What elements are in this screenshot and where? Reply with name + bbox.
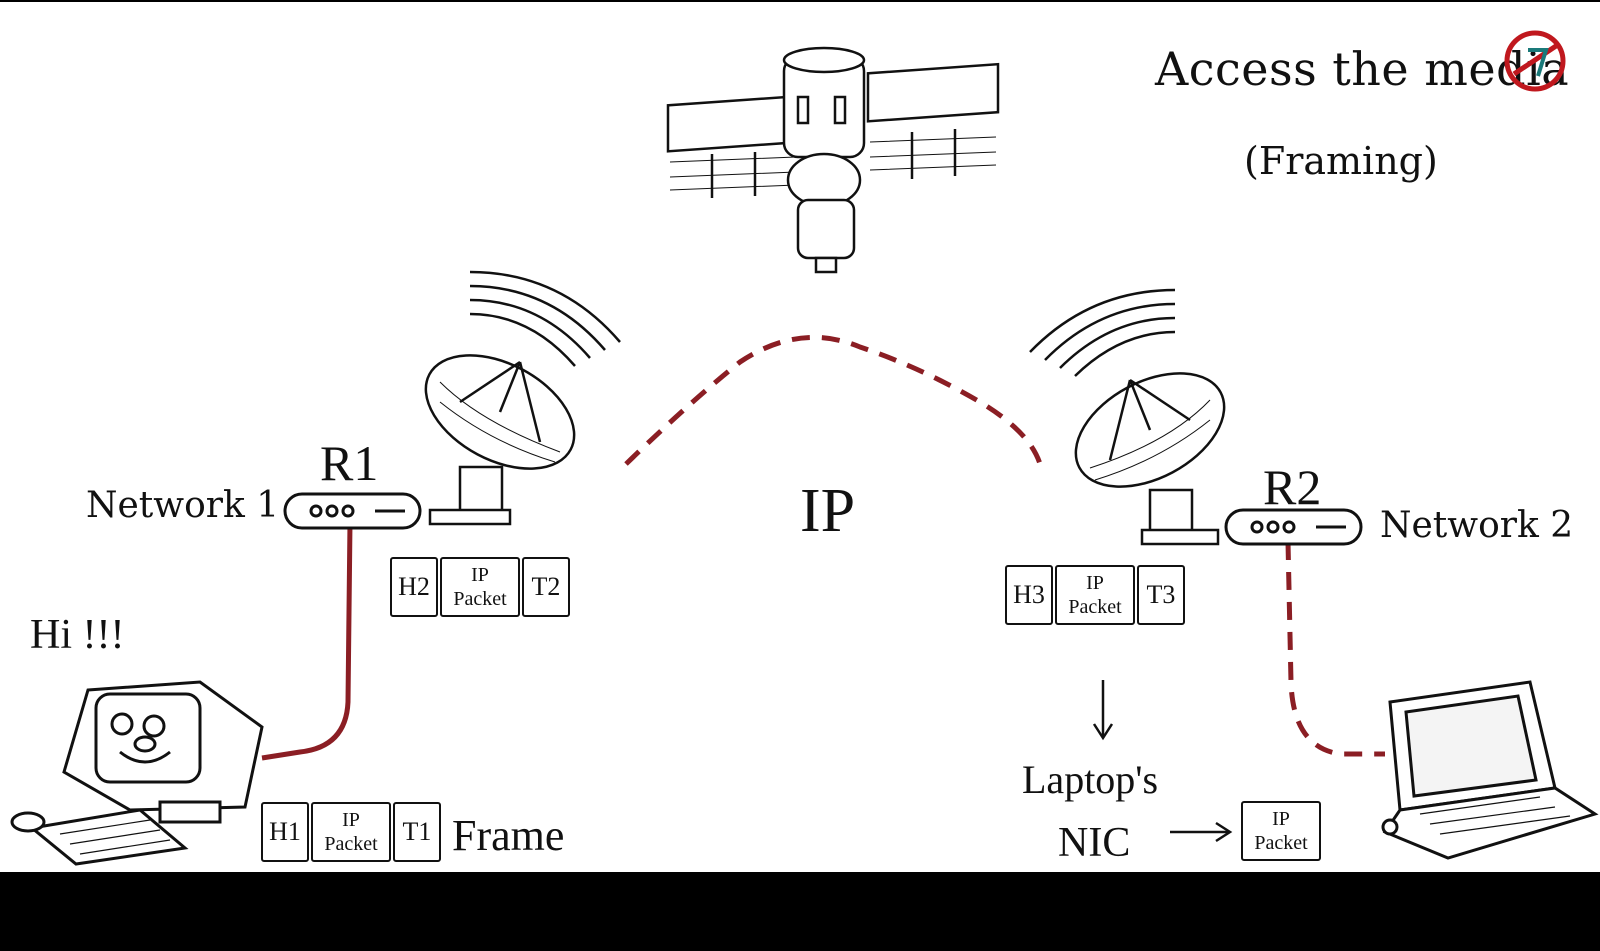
frame-trailer: T2 bbox=[522, 557, 570, 617]
frame-header: H2 bbox=[390, 557, 438, 617]
packet-line2: Packet bbox=[453, 588, 507, 610]
arrow-right-icon bbox=[1170, 821, 1233, 843]
packet-line1: IP bbox=[1272, 808, 1290, 830]
satellite-link-left bbox=[624, 334, 1043, 466]
wired-link-r2-laptop bbox=[1285, 541, 1385, 757]
wired-link-r1-pc bbox=[261, 521, 353, 761]
frame-packet: IP Packet bbox=[440, 557, 520, 617]
arrow-down-icon bbox=[1092, 680, 1114, 741]
packet-line1: IP bbox=[1086, 572, 1104, 594]
frame-header: H1 bbox=[261, 802, 309, 862]
router-icon bbox=[1224, 508, 1363, 546]
frame-trailer: T3 bbox=[1137, 565, 1185, 625]
laptop-icon bbox=[1381, 680, 1599, 860]
router-r2-label: R2 bbox=[1263, 459, 1322, 515]
decapsulated-ip-packet: IP Packet bbox=[1241, 801, 1321, 861]
satellite-dish-icon bbox=[1029, 288, 1226, 546]
packet-line2: Packet bbox=[324, 833, 378, 855]
frame-packet: IP Packet bbox=[311, 802, 391, 862]
nic-label-line1: Laptop's bbox=[1022, 757, 1159, 802]
frame-header: H3 bbox=[1005, 565, 1053, 625]
router-icon bbox=[283, 492, 422, 530]
packet-line2: Packet bbox=[1254, 832, 1308, 854]
desktop-computer-icon bbox=[10, 680, 264, 866]
diagram-artwork bbox=[10, 46, 1599, 866]
frame-label: Frame bbox=[452, 811, 565, 860]
router-r1-label: R1 bbox=[320, 435, 379, 491]
packet-line1: IP bbox=[471, 564, 489, 586]
frame-h3: H3 IP Packet T3 bbox=[1005, 565, 1185, 625]
slide-canvas: Access the media (Framing) R1 R2 Network… bbox=[0, 2, 1600, 872]
packet-line2: Packet bbox=[1068, 596, 1122, 618]
channel-logo-icon bbox=[1504, 30, 1566, 92]
greeting-text: Hi !!! bbox=[30, 612, 125, 658]
packet-line1: IP bbox=[342, 809, 360, 831]
network-1-label: Network 1 bbox=[86, 485, 280, 526]
slide-subtitle: (Framing) bbox=[1244, 139, 1438, 183]
satellite-icon bbox=[666, 46, 1000, 274]
network-2-label: Network 2 bbox=[1380, 505, 1574, 546]
satellite-dish-icon bbox=[424, 270, 621, 526]
frame-h2: H2 IP Packet T2 bbox=[390, 557, 570, 617]
slide-title: Access the media bbox=[1155, 42, 1570, 96]
frame-trailer: T1 bbox=[393, 802, 441, 862]
frame-h1: H1 IP Packet T1 bbox=[261, 802, 441, 862]
ip-label: IP bbox=[800, 477, 856, 545]
frame-packet: IP Packet bbox=[1055, 565, 1135, 625]
nic-label-line2: NIC bbox=[1058, 820, 1131, 866]
